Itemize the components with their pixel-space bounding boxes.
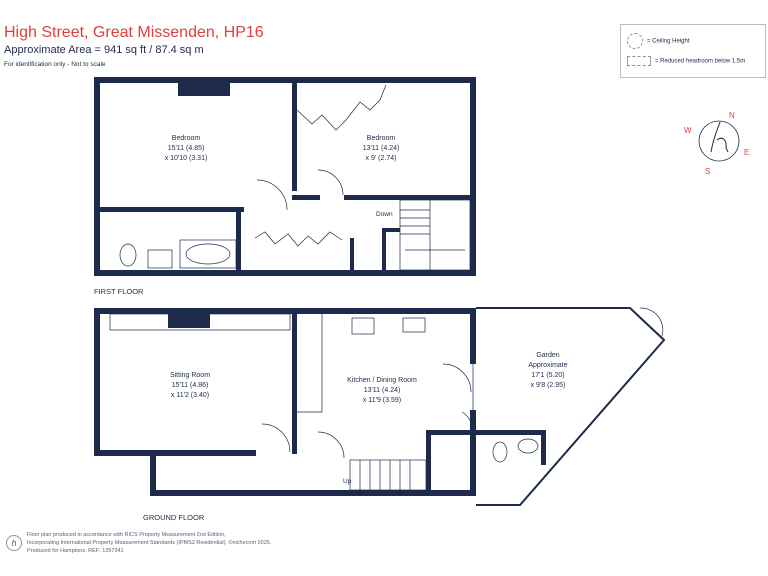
approximate-area: Approximate Area = 941 sq ft / 87.4 sq m [4,44,204,56]
garden-name: Garden [536,352,559,359]
identification-note: For identification only - Not to scale [4,61,106,68]
compass-n: N [729,111,735,120]
gf-left-lower-wall [150,456,156,496]
ff-partition-wall [292,77,297,191]
gf-partition-wall [292,314,297,454]
gf-garden-wc-right [541,430,546,465]
gf-chimney-breast [168,314,210,328]
kitchen-dim1: 13'11 (4.24) [364,387,401,394]
first-floor-plan [94,77,476,276]
legend-reduced-headroom-label: = Reduced headroom below 1.5m [655,58,746,65]
stairs-down-label: Down [376,211,393,218]
gf-wc-top-wall [426,430,470,435]
gf-garden-boundary [476,307,666,506]
garden-dim2: x 9'8 (2.95) [531,382,566,389]
reduced-headroom-icon [627,56,651,66]
ff-door-bedroom1 [256,179,288,211]
ff-landing-wall-b [344,195,470,200]
gf-garden-gate [639,307,664,337]
sitting-room-dim1: 15'11 (4.86) [172,382,209,389]
compass-logo-icon [710,121,729,153]
ff-bath-wall [236,212,241,270]
first-floor-details [96,84,474,271]
bedroom1-name: Bedroom [172,135,201,142]
ff-bottom-wall [94,270,476,276]
compass-s: S [705,167,710,176]
legend-ceiling-height: = Ceiling Height [627,33,690,49]
bedroom2-dim2: x 9' (2.74) [366,155,397,162]
ff-cupboard-wall [350,238,354,270]
ff-stair-wall-top [382,228,400,232]
ff-chimney-breast [178,77,230,96]
ff-landing-wall-a [292,195,320,200]
ff-bath [179,239,237,269]
ff-wc [119,243,137,267]
legend-reduced-headroom: = Reduced headroom below 1.5m [627,56,745,66]
ff-angled-wall [296,84,387,131]
sitting-room-dim2: x 11'2 (3.40) [171,392,209,399]
ff-stair-wall [382,228,386,270]
nichecom-logo-icon: h [6,535,22,551]
bedroom1-dim1: 15'11 (4.85) [168,145,205,152]
compass-w: W [684,126,692,135]
ground-floor-details [96,307,666,506]
gf-sink [402,317,426,333]
gf-wc [492,441,508,463]
kitchen-dim2: x 11'9 (3.59) [363,397,401,404]
footer-line-2: Incorporating International Property Mea… [27,540,272,546]
ff-wardrobe-doors [254,231,343,247]
kitchen-name: Kitchen / Dining Room [347,377,417,384]
ff-door-bedroom2 [317,169,344,196]
gf-stair-wall [426,430,431,496]
ff-top-wall [94,77,476,83]
first-floor-label: FIRST FLOOR [94,287,144,296]
gf-door-garden [442,363,472,393]
garden-dim1: 17'1 (5.20) [531,372,564,379]
gf-staircase [349,459,427,491]
legend-ceiling-height-label: = Ceiling Height [647,38,690,45]
gf-worktop [297,314,323,413]
legend-box: = Ceiling Height = Reduced headroom belo… [620,24,766,78]
gf-sitting-bottom-wall [94,450,256,456]
footer-line-3: Produced for Hamptons. REF: 1357341 [27,548,124,554]
footer-notes: Floor plan produced in accordance with R… [27,531,271,555]
bedroom1-dim2: x 10'10 (3.31) [165,155,208,162]
gf-bottom-wall [150,490,476,496]
ground-floor-label: GROUND FLOOR [143,513,205,522]
compass-e: E [744,148,749,157]
bedroom2-name: Bedroom [367,135,396,142]
gf-wc-basin [517,438,539,454]
footer-line-1: Floor plan produced in accordance with R… [27,532,226,538]
ground-floor-plan [94,308,546,496]
bedroom2-dim1: 13'11 (4.24) [363,145,400,152]
gf-hob [351,317,375,335]
property-title: High Street, Great Missenden, HP16 [4,24,264,41]
ceiling-height-icon [627,33,643,49]
gf-door-sitting [261,423,291,453]
gf-door-kitchen [317,431,345,459]
gf-garden-wc-top [476,430,546,435]
gf-right-wall-top [470,314,476,364]
ff-basin [147,249,173,269]
gf-top-wall [94,308,476,314]
gf-door-wc [461,411,473,433]
ff-staircase [399,199,471,271]
gf-right-wall-bottom [470,410,476,496]
compass: N E S W [684,111,749,176]
ff-bedroom1-bottom-wall [94,207,244,212]
compass-ring [698,120,740,162]
ff-bath-inner [185,243,231,265]
sitting-room-name: Sitting Room [170,372,210,379]
stairs-up-label: Up [343,478,352,485]
gf-sitting-shelf [109,313,291,331]
garden-approximate: Approximate [528,362,567,369]
ff-right-wall [470,77,476,276]
